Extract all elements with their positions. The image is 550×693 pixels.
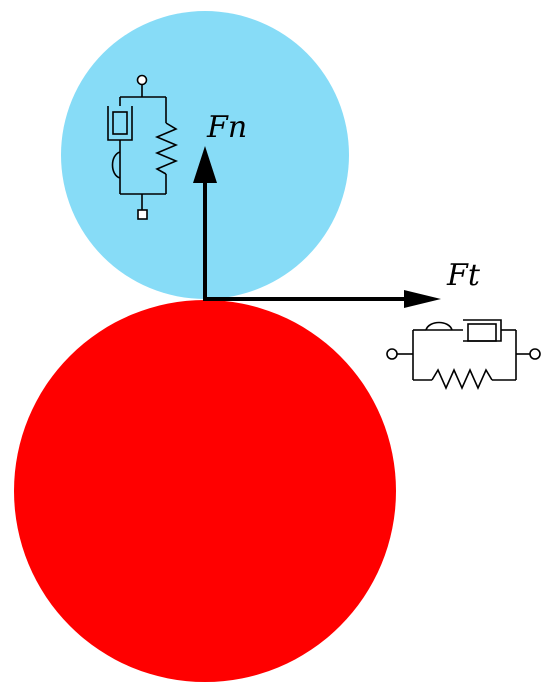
damper-branch bbox=[107, 97, 133, 194]
right-terminal-node bbox=[529, 348, 541, 360]
left-terminal-node bbox=[386, 348, 398, 360]
lower-body-circle bbox=[14, 300, 396, 682]
tangential-force-arrowhead bbox=[404, 290, 441, 308]
normal-force-arrow bbox=[193, 146, 217, 299]
spring-branch-horizontal bbox=[413, 368, 516, 390]
tangential-force-arrow bbox=[203, 290, 441, 308]
damper-branch-horizontal bbox=[413, 319, 516, 342]
normal-contact-model-symbol bbox=[107, 74, 179, 220]
normal-force-label: Fn bbox=[206, 110, 247, 145]
tangential-force-label: Ft bbox=[446, 258, 481, 293]
top-terminal-node bbox=[136, 74, 148, 86]
normal-force-arrowhead bbox=[193, 146, 217, 183]
bottom-terminal-node bbox=[137, 209, 148, 220]
spring-branch bbox=[154, 97, 179, 194]
tangential-contact-model-symbol bbox=[386, 319, 541, 390]
